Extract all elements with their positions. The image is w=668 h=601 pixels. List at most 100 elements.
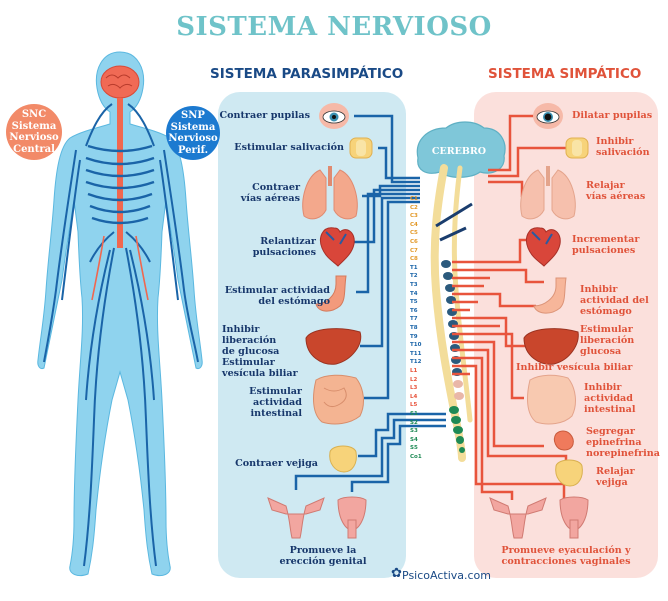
parasympathetic-header: SISTEMA PARASIMPÁTICO [210,66,404,82]
snc-line: Nervioso [9,132,59,143]
heart-icon [320,227,355,267]
spinal-segment-label: S5 [410,445,418,452]
para-label-line: Inhibir liberación [222,324,277,346]
spinal-segment-label: T6 [410,307,418,314]
snc-line: Central [13,143,55,155]
eye-icon [319,103,349,129]
brain-label: CEREBRO [431,146,487,157]
para-label-salivation: Estimular salivación [224,142,344,153]
lungs-icon [520,166,576,220]
spinal-segment-label: C2 [410,204,418,211]
simp-label-line: Incrementar [572,234,640,245]
para-label-line: actividad [253,397,302,408]
spinal-segment-label: T3 [410,282,418,288]
spinal-segment-label: T7 [410,316,418,323]
spinal-segment-label: S1 [410,411,418,417]
simp-label-airways: Relajar vías aéreas [586,180,660,202]
intestine-icon [527,374,576,425]
male-reproductive-icon [559,496,589,539]
simp-label-line: Inhibir [580,284,618,295]
simp-label-line: salivación [596,147,650,158]
para-label-line: del estómago [258,296,330,307]
female-reproductive-icon [267,497,325,539]
simp-label-glucose: Estimular liberación glucosa [580,324,660,357]
bladder-icon [329,445,357,473]
para-label-line: vesícula biliar [222,368,298,379]
simp-label-line: pulsaciones [572,245,636,256]
simp-label-line: vías aéreas [586,191,646,202]
snp-line: Sistema [170,121,216,133]
simp-label-adrenal: Segregar epinefrina norepinefrina [586,426,664,459]
para-label-line: de glucosa [222,346,280,357]
spinal-segment-label: C1 [410,196,418,202]
simp-label-stomach: Inhibir actividad del estómago [580,284,662,317]
female-reproductive-icon [489,497,547,539]
simp-label-line: actividad [584,393,633,404]
spinal-segment-label: T9 [410,333,418,340]
snc-badge: SNC Sistema Nervioso Central [6,104,62,160]
simp-label-line: Estimular [580,324,633,335]
spinal-segment-label: C4 [410,221,418,228]
stomach-icon [533,277,567,314]
spinal-segment-label: T4 [410,290,418,297]
simp-label-line: actividad del [580,295,649,306]
salivary-gland-icon [565,137,589,159]
simp-label-line: vejiga [596,477,628,488]
spinal-segment-label: C5 [410,230,418,237]
spinal-segment-label: L1 [410,368,418,374]
snp-line: Perif. [177,144,209,156]
snp-line: Nervioso [168,133,218,144]
spinal-cord-icon [430,164,473,462]
para-label-liver: Inhibir liberación de glucosa Estimular … [222,324,316,379]
simp-label-line: epinefrina [586,437,642,448]
para-label-genital: Promueve la erección genital [258,545,388,567]
spinal-segment-label: L3 [410,385,418,392]
brand-logo-icon: ✿ [391,566,402,581]
para-label-line: Estimular actividad [224,285,330,296]
male-reproductive-icon [337,496,367,539]
simp-label-gallbladder: Inhibir vesícula biliar [516,362,662,373]
spinal-segment-label: T10 [410,342,422,349]
spinal-segment-label: C6 [410,239,418,245]
para-label-line: Contraer [252,182,300,193]
simp-label-line: Promueve eyaculación y [501,545,631,556]
snc-line: Sistema [11,120,57,132]
spinal-segment-label: T5 [410,299,418,306]
para-label-line: Relantizar [260,236,316,247]
snc-line: SNC [21,109,47,120]
human-body-icon [37,51,203,577]
simp-label-genital: Promueve eyaculación y contracciones vag… [478,545,654,567]
para-label-line: Estimular salivación [234,142,344,153]
snp-badge: SNP Sistema Nervioso Perif. [166,106,220,160]
para-label-airways: Contraer vías aéreas [228,182,300,204]
spinal-segment-label: S3 [410,428,418,435]
simp-label-bladder: Relajar vejiga [596,466,656,488]
salivary-gland-icon [349,137,373,159]
simp-label-line: Inhibir [584,382,622,393]
spinal-segment-label: S2 [410,419,418,426]
heart-icon [526,227,561,267]
spinal-segment-label: T2 [410,273,418,280]
para-label-pupils: Contraer pupilas [214,110,310,121]
para-label-line: Contraer vejiga [235,458,318,469]
simp-label-pupils: Dilatar pupilas [572,110,662,121]
simp-label-salivation: Inhibir salivación [596,136,660,158]
para-label-line: erección genital [279,556,367,567]
sympathetic-header: SISTEMA SIMPÁTICO [488,66,642,82]
liver-icon [523,328,579,365]
para-label-line: Promueve la [289,545,357,556]
spinal-segment-label: T11 [410,350,422,357]
para-label-intestine: Estimular actividad intestinal [228,386,302,419]
para-label-line: vías aéreas [240,193,300,204]
simp-label-line: Relajar [586,180,625,191]
stomach-icon [315,275,347,312]
spinal-segment-label: C7 [410,247,418,254]
spinal-segment-label: T8 [410,325,418,331]
simp-label-line: liberación [580,335,635,346]
eye-icon [533,103,563,129]
para-label-heart: Relantizar pulsaciones [224,236,316,258]
bladder-icon [555,459,583,487]
snp-line: SNP [181,110,205,121]
spinal-segment-label: Co1 [410,454,422,460]
